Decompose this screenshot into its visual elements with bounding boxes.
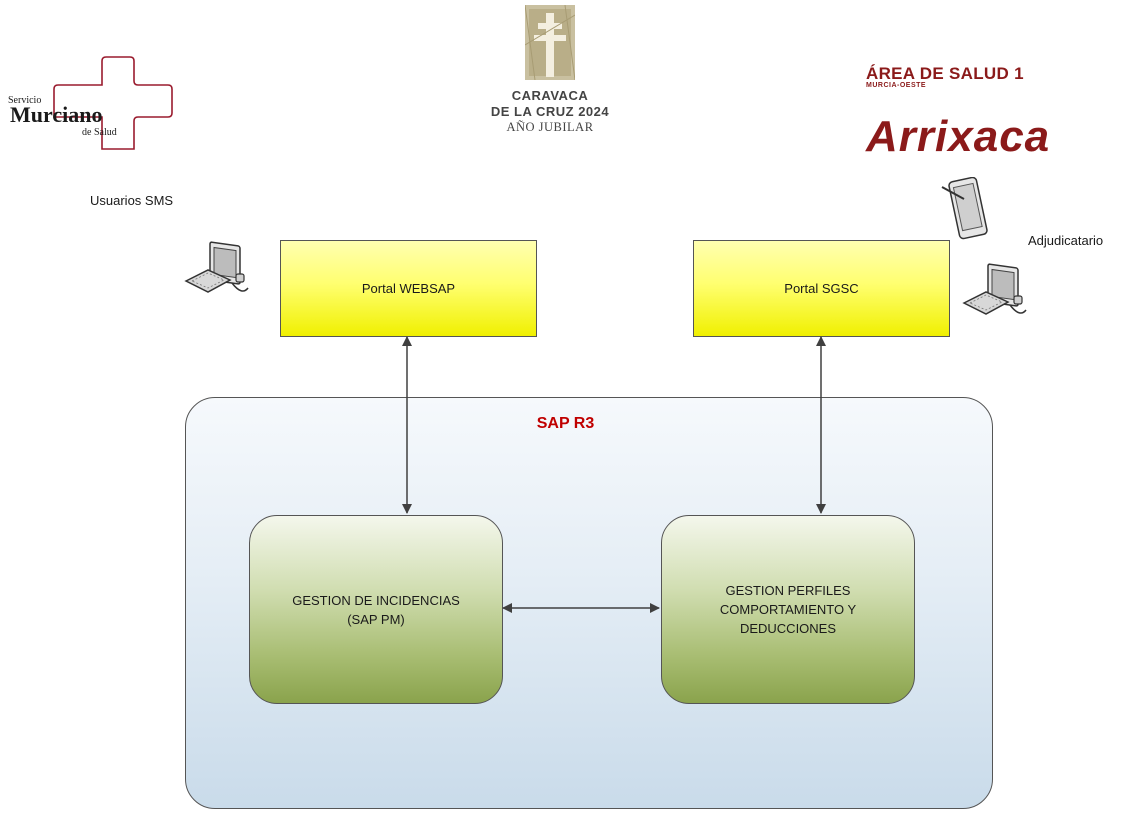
perfiles-line1: GESTION PERFILES	[725, 583, 851, 598]
perfiles-line3: DEDUCCIONES	[739, 621, 837, 636]
gestion-incidencias-box: GESTION DE INCIDENCIAS (SAP PM)	[249, 515, 503, 704]
area-subtitle: MURCIA-OESTE	[866, 82, 927, 89]
caravaca-cross-icon	[525, 5, 575, 80]
sms-logo: Servicio Murciano de Salud	[8, 55, 178, 155]
area-title: ÁREA DE SALUD 1	[866, 64, 1024, 83]
actor-right-label: Adjudicatario	[1028, 233, 1104, 248]
portal-websap-label: Portal WEBSAP	[361, 281, 456, 296]
sms-line2: Murciano	[10, 102, 103, 127]
actor-left-label: Usuarios SMS	[90, 193, 174, 208]
area-salud-logo: ÁREA DE SALUD 1 MURCIA-OESTE	[866, 64, 1106, 89]
caravaca-line1: CARAVACA	[511, 88, 589, 103]
portal-websap-box: Portal WEBSAP	[280, 240, 537, 337]
arrixaca-logo: Arrixaca	[866, 112, 1106, 162]
caravaca-line3: AÑO JUBILAR	[506, 120, 594, 134]
incidencias-line1: GESTION DE INCIDENCIAS	[292, 592, 460, 608]
caravaca-line2: DE LA CRUZ 2024	[490, 104, 610, 119]
desktop-computer-icon	[184, 241, 249, 293]
sms-line1: Servicio	[8, 95, 42, 106]
sap-r3-title: SAP R3	[536, 415, 595, 432]
caravaca-logo: CARAVACA DE LA CRUZ 2024 AÑO JUBILAR	[470, 5, 630, 155]
sms-line3: de Salud	[82, 127, 117, 138]
sms-cross-icon	[53, 56, 173, 150]
portal-sgsc-box: Portal SGSC	[693, 240, 950, 337]
incidencias-line2: (SAP PM)	[347, 611, 405, 627]
arrixaca-wordmark: Arrixaca	[866, 112, 1051, 161]
perfiles-line2: COMPORTAMIENTO Y	[719, 602, 857, 617]
gestion-perfiles-box: GESTION PERFILES COMPORTAMIENTO Y DEDUCC…	[661, 515, 915, 704]
portal-sgsc-label: Portal SGSC	[784, 281, 859, 296]
desktop-computer-icon	[962, 263, 1027, 315]
tablet-pen-icon	[941, 177, 988, 240]
